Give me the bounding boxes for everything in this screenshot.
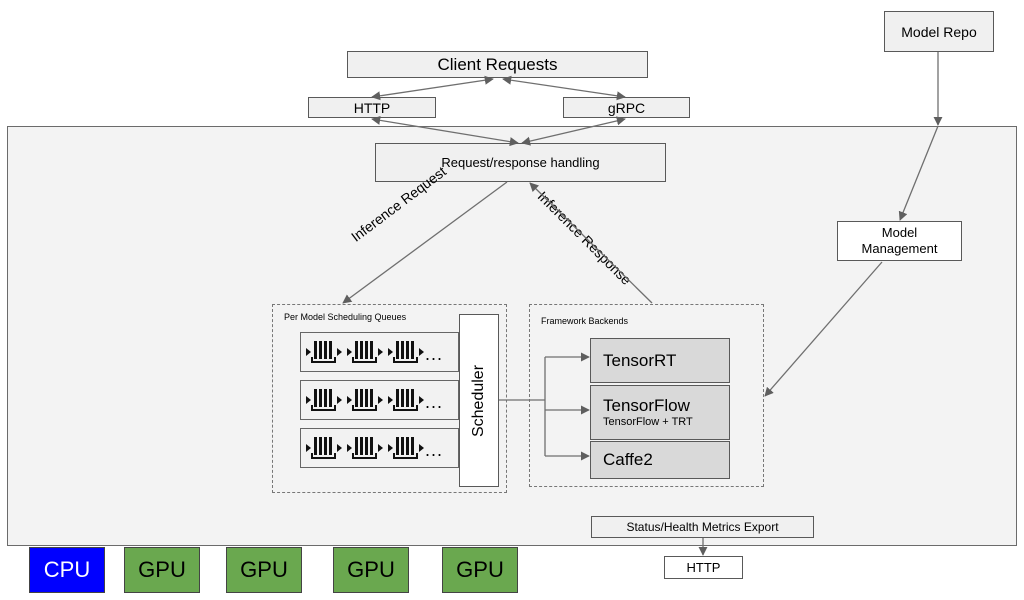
queue-ellipsis: ... (425, 440, 444, 460)
grpc-label: gRPC (607, 99, 646, 116)
arrow-http-handling (371, 115, 519, 147)
arrow-inference-response (529, 182, 653, 304)
hardware-gpu-box: GPU (442, 547, 518, 593)
http-bottom-box: HTTP (664, 556, 743, 579)
hardware-gpu-box: GPU (226, 547, 302, 593)
queue-ellipsis: ... (425, 392, 444, 412)
client-requests-label: Client Requests (437, 54, 558, 74)
queue-ellipsis: ... (425, 344, 444, 364)
hardware-label: GPU (138, 557, 186, 582)
scheduling-queues-title: Per Model Scheduling Queues (284, 312, 407, 322)
hardware-gpu-box: GPU (124, 547, 200, 593)
queue-icon (388, 389, 424, 411)
hardware-label: GPU (456, 557, 504, 582)
request-response-handling-label: Request/response handling (441, 155, 600, 170)
tensorflow-sub-label: TensorFlow + TRT (603, 416, 693, 428)
arrow-grpc-handling (521, 116, 626, 146)
hardware-label: CPU (43, 557, 91, 582)
arrow-inference-request (342, 181, 508, 304)
model-repo-label: Model Repo (901, 23, 977, 40)
tensorflow-box: TensorFlow TensorFlow + TRT (590, 385, 730, 440)
tensorrt-box: TensorRT (590, 338, 730, 383)
queue-icon (306, 389, 342, 411)
request-response-handling-box: Request/response handling (375, 143, 666, 182)
scheduling-queues-region (272, 304, 507, 493)
queue-icon (306, 437, 342, 459)
grpc-box: gRPC (563, 97, 690, 118)
queue-icon (347, 341, 383, 363)
caffe2-box: Caffe2 (590, 441, 730, 479)
client-requests-box: Client Requests (347, 51, 648, 78)
queue-icons (306, 341, 424, 459)
hardware-gpu-box: GPU (333, 547, 409, 593)
hardware-label: GPU (240, 557, 288, 582)
http-top-label: HTTP (353, 99, 391, 116)
http-bottom-label: HTTP (686, 560, 721, 575)
queue-icon (306, 341, 342, 363)
arrow-server-to-management (898, 125, 939, 221)
model-management-label: Model Management (861, 225, 938, 256)
arrow-client-grpc (502, 75, 626, 101)
queue-icon (388, 341, 424, 363)
framework-backends-region (529, 304, 764, 487)
queue-icon (347, 437, 383, 459)
status-metrics-box: Status/Health Metrics Export (591, 516, 814, 538)
inference-server-panel (7, 126, 1017, 546)
framework-backends-title: Framework Backends (541, 316, 629, 326)
queue-icon (347, 389, 383, 411)
arrow-management-to-backends (764, 261, 883, 397)
caffe2-label: Caffe2 (603, 450, 653, 469)
scheduler-box: Scheduler (459, 314, 499, 487)
status-metrics-label: Status/Health Metrics Export (626, 520, 779, 534)
tensorflow-label: TensorFlow (603, 396, 690, 415)
tensorrt-label: TensorRT (603, 350, 677, 370)
model-management-box: Model Management (837, 221, 962, 261)
queue-icon (388, 437, 424, 459)
hardware-cpu-box: CPU (29, 547, 105, 593)
model-repo-box: Model Repo (884, 11, 994, 52)
arrow-client-http (371, 75, 494, 101)
hardware-label: GPU (347, 557, 395, 582)
